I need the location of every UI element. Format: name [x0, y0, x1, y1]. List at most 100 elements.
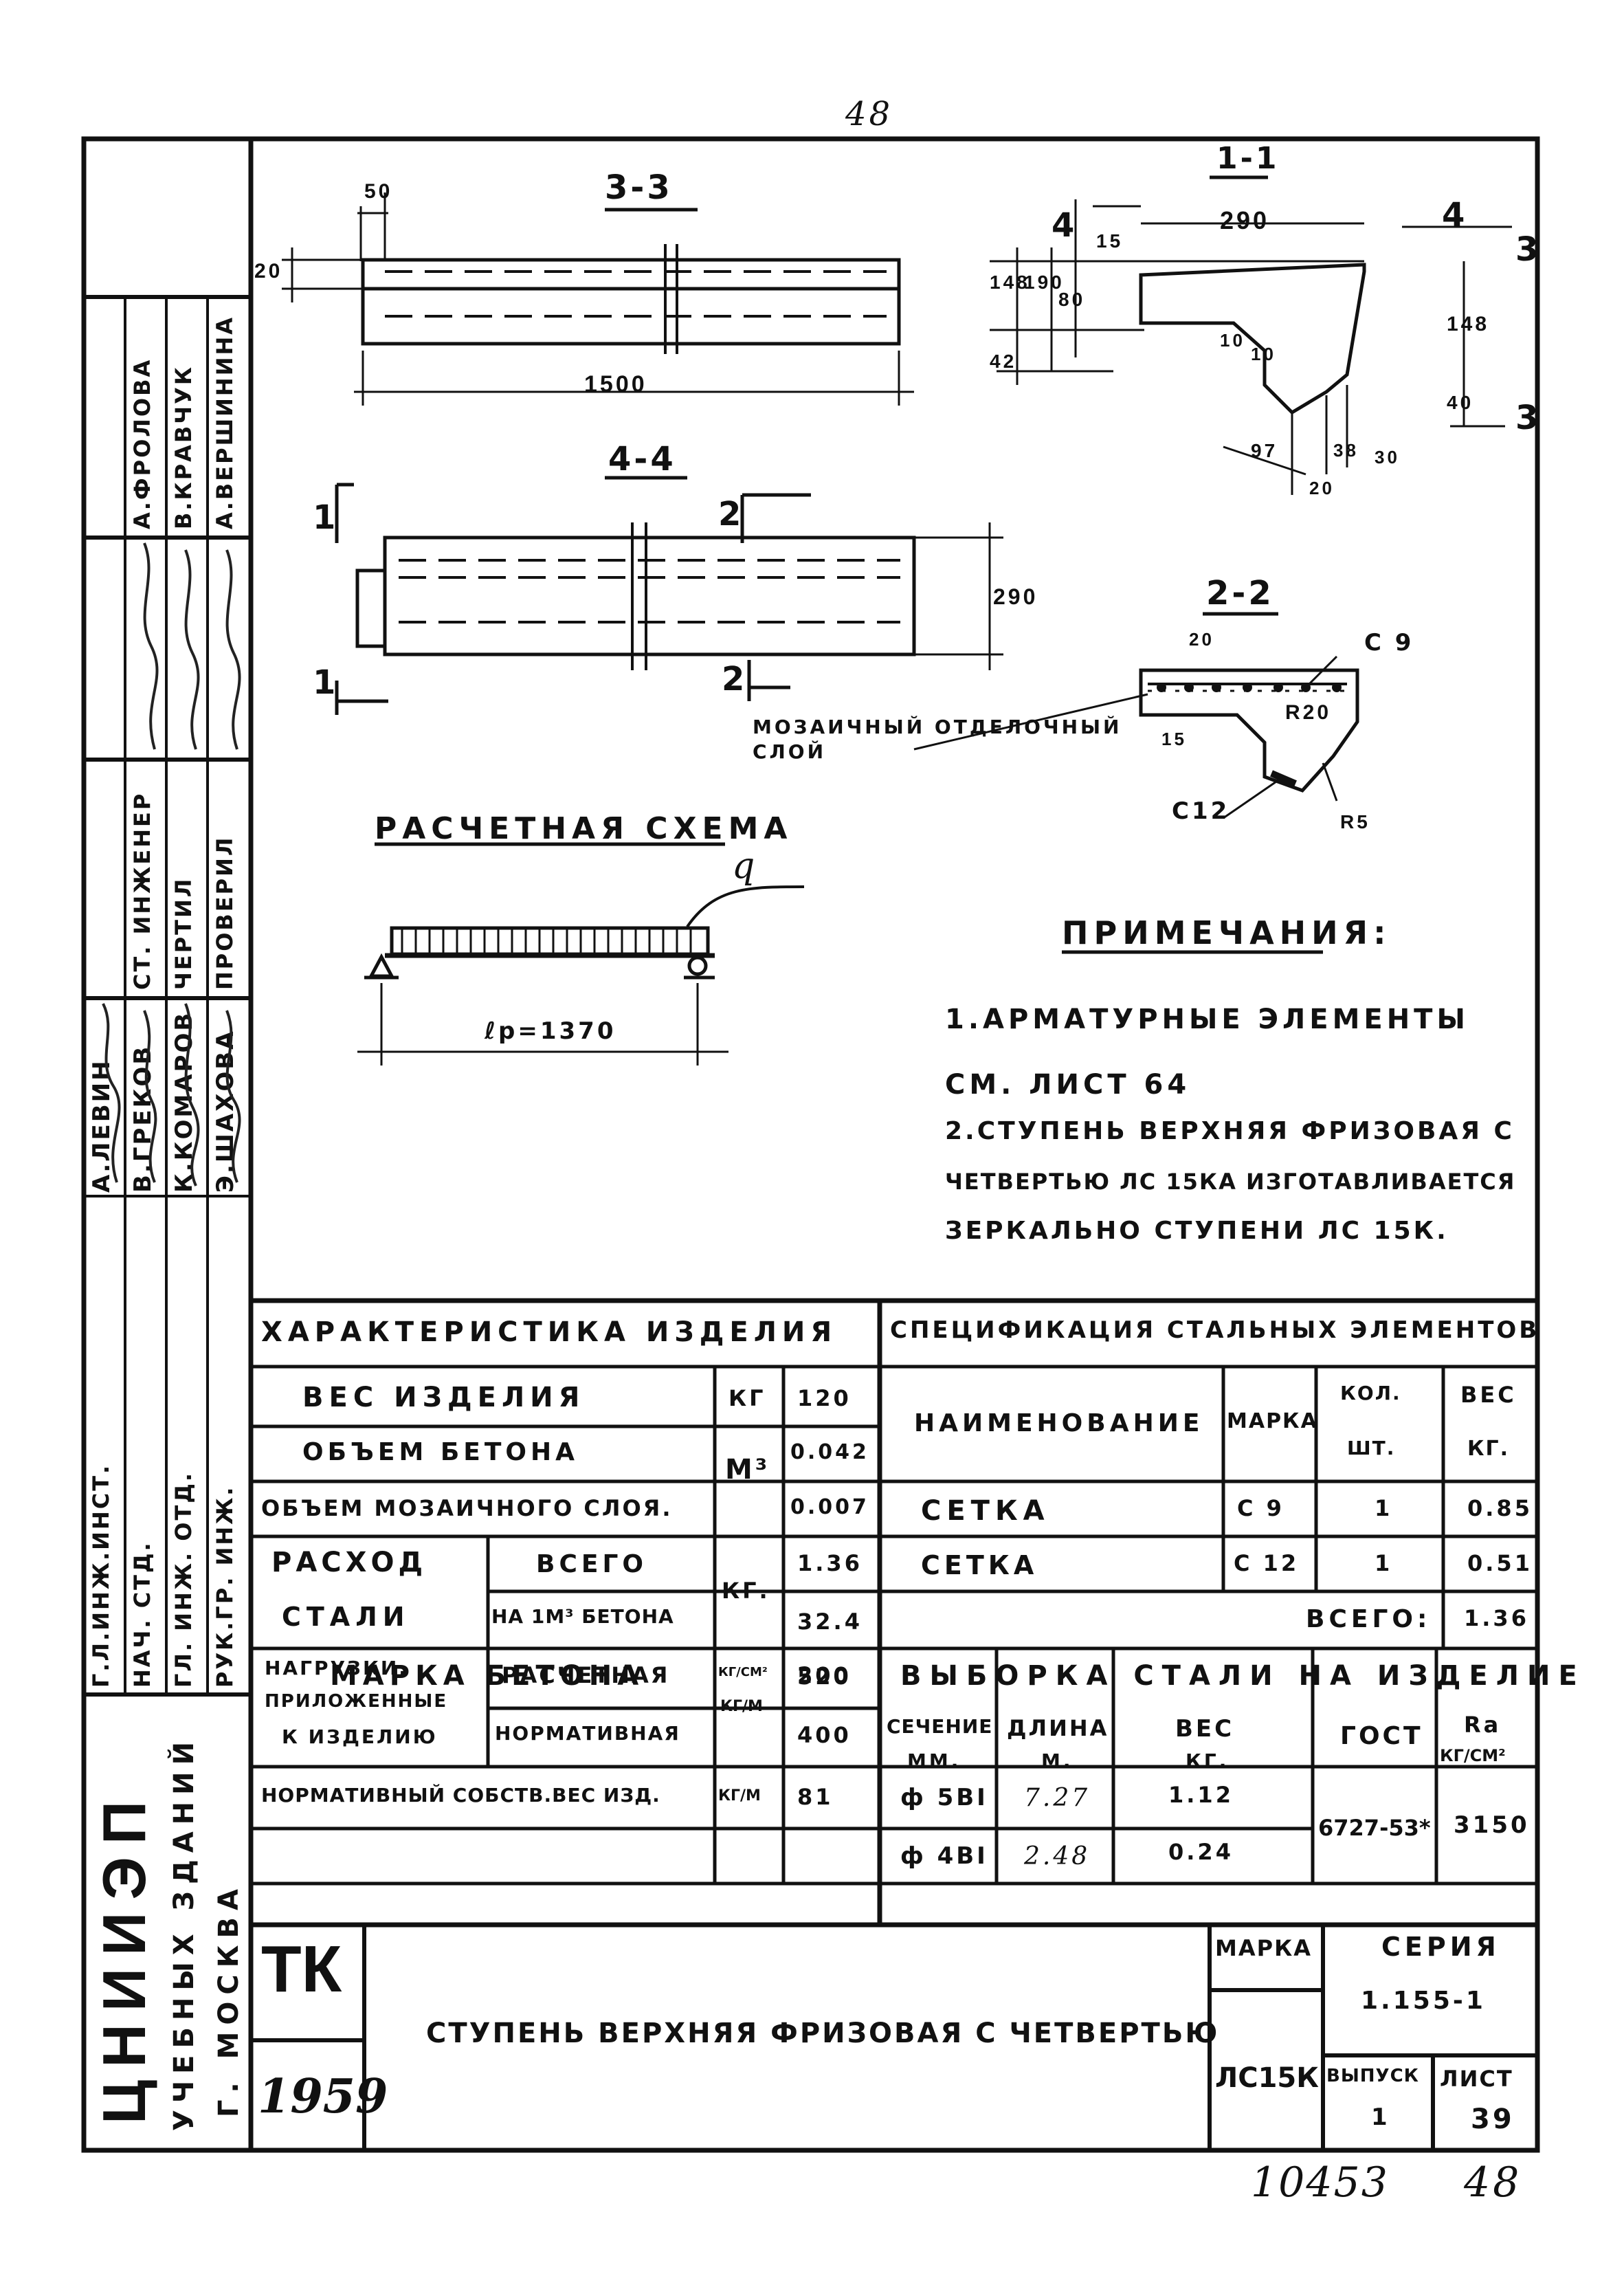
span-label: ℓр=1370: [485, 1017, 616, 1045]
selection-col-weight: КГ.: [1186, 1749, 1230, 1772]
dim-label: 10: [1220, 330, 1245, 351]
char-weight-label: ВЕС ИЗДЕЛИЯ: [302, 1382, 586, 1413]
calc-scheme-title: РАСЧЕТНАЯ СХЕМА: [375, 811, 793, 846]
title-block-series-label: СЕРИЯ: [1381, 1932, 1500, 1962]
selection-col-section: ММ.: [907, 1749, 961, 1772]
char-value: 400: [797, 1722, 852, 1748]
page-number-bottom: 48: [1464, 2159, 1522, 2207]
section-mark: 3: [1515, 230, 1542, 269]
selection-row-length: 2.48: [1024, 1842, 1091, 1870]
char-unit: КГ/М: [720, 1698, 763, 1715]
dim-label: 40: [1447, 392, 1474, 413]
title-block-mark-label: МАРКА: [1215, 1935, 1312, 1961]
spec-row-weight: 0.85: [1467, 1495, 1533, 1521]
dim-label: 20: [254, 260, 283, 283]
section-mark: 1: [313, 498, 339, 537]
char-table-title: ХАРАКТЕРИСТИКА ИЗДЕЛИЯ: [261, 1316, 838, 1348]
mosaic-layer-label: МОЗАИЧНЫЙ ОТДЕЛОЧНЫЙ СЛОЙ: [753, 716, 1122, 763]
char-value: 32.4: [797, 1609, 863, 1635]
title-block-tk: ТК: [261, 1932, 342, 2006]
title-block-year: 1959: [258, 2069, 388, 2124]
dim-label: R5: [1340, 811, 1370, 832]
dim-label: 50: [364, 180, 393, 203]
selection-row-weight: 1.12: [1168, 1782, 1234, 1808]
spec-col-name: НАИМЕНОВАНИЕ: [914, 1409, 1204, 1437]
char-loads-label: НАГРУЗКИ,: [265, 1657, 408, 1679]
spec-row-name: СЕТКА: [921, 1495, 1050, 1527]
title-block-mark-value: ЛС15К: [1215, 2062, 1319, 2094]
title-block-sheet-label: ЛИСТ: [1440, 2066, 1513, 2092]
selection-col-ra: Rа: [1464, 1712, 1502, 1738]
spec-row-qty: 1: [1375, 1495, 1393, 1521]
section-mark: 4: [1052, 206, 1078, 245]
dim-label: 290: [1220, 206, 1270, 234]
selection-col-section: СЕЧЕНИЕ: [887, 1715, 993, 1738]
spec-col-mark: МАРКА: [1227, 1409, 1318, 1433]
load-q-label: q: [732, 846, 758, 887]
spec-table-title: СПЕЦИФИКАЦИЯ СТАЛЬНЫХ ЭЛЕМЕНТОВ: [890, 1316, 1540, 1344]
mesh-c12-label: С12: [1172, 797, 1230, 825]
section-4-4-label: 4-4: [608, 440, 676, 478]
title-block-issue-value: 1: [1371, 2104, 1390, 2131]
selection-row-section: ф 5ВI: [900, 1784, 988, 1811]
spec-total-label: ВСЕГО:: [1306, 1605, 1432, 1633]
dim-label: 10: [1251, 344, 1276, 364]
spec-col-qty: КОЛ.: [1340, 1382, 1401, 1404]
char-unit: КГ: [728, 1385, 766, 1411]
char-unit: КГ/СМ²: [718, 1665, 768, 1679]
notes-line: 2.СТУПЕНЬ ВЕРХНЯЯ ФРИЗОВАЯ С: [945, 1117, 1515, 1145]
section-mark: 2: [718, 495, 744, 533]
dim-label: 1500: [584, 371, 647, 397]
notes-line: 1.АРМАТУРНЫЕ ЭЛЕМЕНТЫ: [945, 1004, 1469, 1035]
dim-label: 148: [990, 272, 1030, 293]
dim-label: 97: [1251, 440, 1278, 461]
selection-gost: 6727-53*: [1318, 1815, 1431, 1841]
char-steel-total-label: ВСЕГО: [536, 1550, 647, 1578]
notes-line: СМ. ЛИСТ 64: [945, 1069, 1191, 1101]
selection-row-weight: 0.24: [1168, 1839, 1234, 1865]
char-load-norm-label: НОРМАТИВНАЯ: [495, 1722, 680, 1745]
char-mosaic-vol-label: ОБЪЕМ МОЗАИЧНОГО СЛОЯ.: [261, 1495, 673, 1521]
notes-line: ЗЕРКАЛЬНО СТУПЕНИ ЛС 15К.: [945, 1217, 1449, 1245]
dim-label: 80: [1058, 289, 1086, 310]
dim-label: 42: [990, 351, 1017, 372]
char-unit: КГ.: [722, 1578, 770, 1604]
char-steel-per-m3-label: НА 1М³ БЕТОНА: [491, 1605, 674, 1628]
selection-col-length: М.: [1041, 1749, 1074, 1772]
section-mark: 3: [1515, 399, 1542, 437]
char-load-calc-label: РАСЧЕТНАЯ: [502, 1662, 670, 1688]
char-steel-label: РАСХОД: [271, 1547, 427, 1578]
dim-label: 15: [1096, 230, 1124, 252]
char-value: 120: [797, 1385, 852, 1411]
section-1-1-label: 1-1: [1216, 141, 1280, 176]
section-3-3-label: 3-3: [605, 168, 673, 207]
spec-row-mark: С 9: [1237, 1495, 1284, 1521]
dim-label: 190: [1024, 272, 1065, 293]
char-value: 1.36: [797, 1550, 863, 1576]
selection-row-length: 7.27: [1024, 1784, 1091, 1812]
char-steel-label: СТАЛИ: [282, 1602, 410, 1632]
spec-col-weight: КГ.: [1467, 1437, 1510, 1461]
section-mark: 4: [1442, 196, 1468, 234]
char-unit: КГ/М: [718, 1787, 761, 1804]
title-block-series-value: 1.155-1: [1361, 1987, 1486, 2015]
selection-col-gost: ГОСТ: [1340, 1722, 1423, 1750]
notes-line: ЧЕТВЕРТЬЮ ЛС 15КА ИЗГОТАВЛИВАЕТСЯ: [945, 1169, 1516, 1195]
char-value: 0.042: [790, 1440, 869, 1464]
section-mark: 2: [722, 660, 748, 698]
spec-row-weight: 0.51: [1467, 1550, 1533, 1576]
title-block-sheet-value: 39: [1471, 2104, 1515, 2135]
section-mark: 1: [313, 663, 339, 702]
selection-table-title: ВЫБОРКА СТАЛИ НА ИЗДЕЛИЕ: [900, 1660, 1586, 1692]
char-self-weight-label: НОРМАТИВНЫЙ СОБСТВ.ВЕС ИЗД.: [261, 1784, 660, 1807]
notes-title: ПРИМЕЧАНИЯ:: [1062, 914, 1392, 951]
archive-number: 10453: [1251, 2159, 1389, 2207]
title-block-issue-label: ВЫПУСК: [1326, 2066, 1419, 2086]
char-value: 200: [797, 1662, 852, 1688]
section-2-2-label: 2-2: [1206, 574, 1274, 612]
spec-col-weight: ВЕС: [1460, 1382, 1517, 1408]
char-concrete-grade-label: МАРКА БЕТОНА: [330, 1660, 645, 1692]
selection-col-ra: КГ/СМ²: [1440, 1746, 1506, 1765]
char-unit: М³: [725, 1454, 770, 1486]
